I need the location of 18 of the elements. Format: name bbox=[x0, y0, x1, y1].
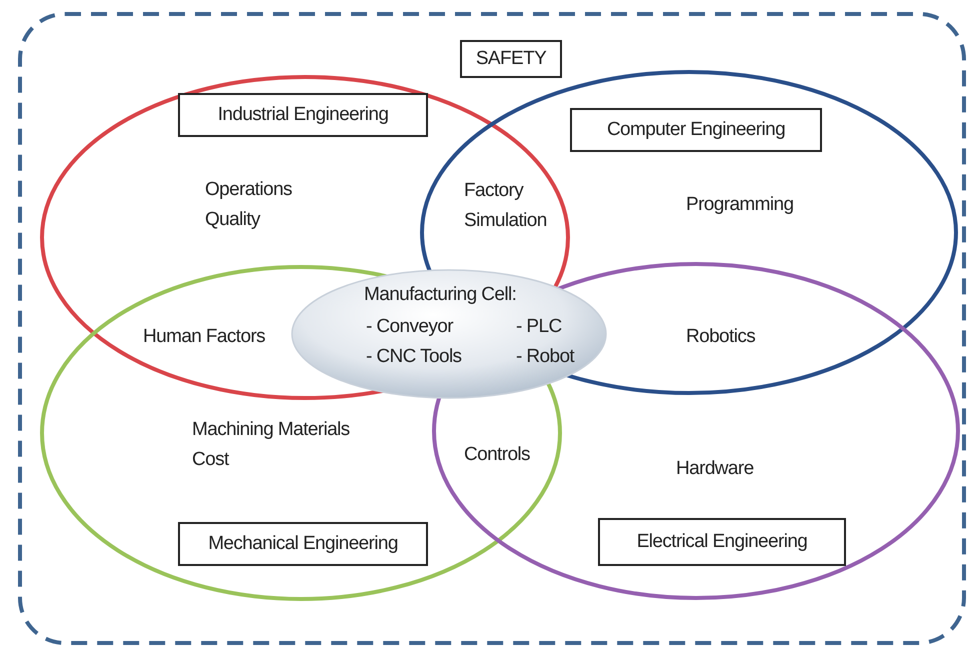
list-item: - Conveyor bbox=[366, 315, 454, 339]
area-text: Machining Materials Cost bbox=[192, 418, 351, 472]
area-text: Programming bbox=[686, 193, 794, 217]
area-text: Operations Quality bbox=[205, 178, 293, 232]
list-item: - CNC Tools bbox=[366, 345, 462, 369]
label-box: Industrial Engineering bbox=[178, 93, 428, 137]
area-text: Controls bbox=[464, 443, 531, 467]
area-text: Robotics bbox=[686, 325, 756, 349]
area-text: Hardware bbox=[676, 457, 755, 481]
list-item: - Robot bbox=[516, 345, 576, 369]
label-box: Mechanical Engineering bbox=[178, 522, 428, 566]
list-item: - PLC bbox=[516, 315, 563, 339]
label-box: Electrical Engineering bbox=[598, 518, 846, 566]
area-text: Human Factors bbox=[143, 325, 266, 349]
area-text: Factory Simulation bbox=[464, 179, 548, 233]
label-box: Computer Engineering bbox=[570, 108, 822, 152]
label-box: SAFETY bbox=[460, 40, 562, 78]
list-item: Manufacturing Cell: bbox=[364, 283, 518, 307]
